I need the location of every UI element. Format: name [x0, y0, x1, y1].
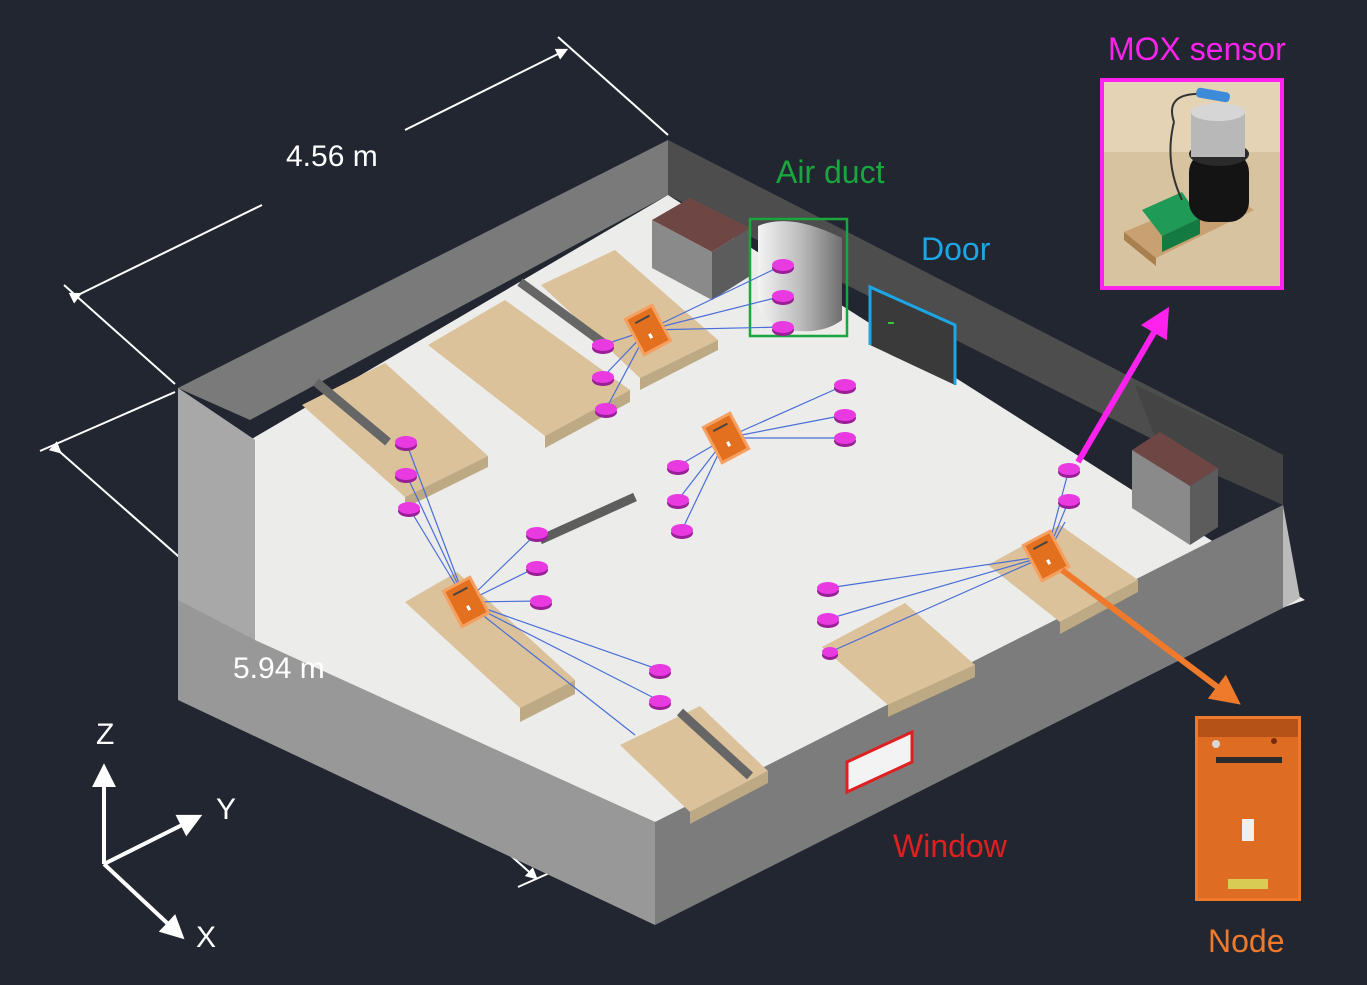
sensor-disc-icon	[649, 664, 671, 679]
nodes	[441, 303, 1071, 629]
sensor-disc-icon	[398, 502, 420, 517]
node-label: Node	[1208, 923, 1285, 959]
sensor-disc-icon	[595, 403, 617, 418]
sensor-disc-icon	[592, 339, 614, 354]
furniture	[302, 198, 1218, 824]
node-box-icon	[623, 303, 673, 357]
window	[845, 729, 914, 795]
sensor-disc-icon	[526, 527, 548, 542]
sensor-disc-icon	[817, 613, 839, 628]
sensor-disc-icon	[1058, 494, 1080, 509]
sensor-disc-icon	[834, 379, 856, 394]
sensor-disc-icon	[822, 647, 838, 660]
air-duct-frame	[748, 217, 849, 338]
door	[868, 284, 957, 385]
sensor-disc-icon	[395, 468, 417, 483]
x-axis-label: X	[196, 921, 217, 954]
node-device-icon	[1198, 719, 1298, 898]
arrow-icon	[1075, 306, 1170, 464]
sensor-disc-icon	[667, 494, 689, 509]
node-box-icon	[441, 575, 491, 629]
mox-sensor-icon	[1104, 82, 1280, 286]
door-label: Door	[921, 231, 991, 267]
sensor-disc-icon	[834, 409, 856, 424]
sensor-disc-icon	[834, 432, 856, 447]
mox-sensor-label: MOX sensor	[1108, 31, 1286, 67]
sensor-disc-icon	[395, 436, 417, 451]
sensor-discs	[395, 259, 1080, 710]
sensor-disc-icon	[530, 595, 552, 610]
sensor-disc-icon	[671, 524, 693, 539]
sensor-disc-icon	[772, 290, 794, 305]
z-axis-label: Z	[96, 718, 115, 751]
sensor-disc-icon	[667, 460, 689, 475]
node-box-icon	[1021, 529, 1071, 583]
sensor-disc-icon	[1058, 463, 1080, 478]
coordinate-axes	[92, 763, 203, 940]
length-dimension-label: 5.94 m	[233, 652, 325, 685]
sensor-disc-icon	[526, 561, 548, 576]
window-label: Window	[893, 828, 1007, 864]
arrow-icon	[1060, 567, 1241, 705]
air-duct-label: Air duct	[776, 154, 885, 190]
mox-sensor-photo	[1100, 78, 1284, 290]
sensor-disc-icon	[772, 259, 794, 274]
node-box-icon	[701, 411, 751, 465]
sensor-disc-icon	[817, 582, 839, 597]
width-dimension-label: 4.56 m	[286, 140, 378, 173]
node-photo	[1195, 716, 1301, 901]
sensor-disc-icon	[592, 371, 614, 386]
y-axis-label: Y	[216, 793, 237, 826]
sensor-disc-icon	[772, 321, 794, 336]
sensor-disc-icon	[649, 695, 671, 710]
